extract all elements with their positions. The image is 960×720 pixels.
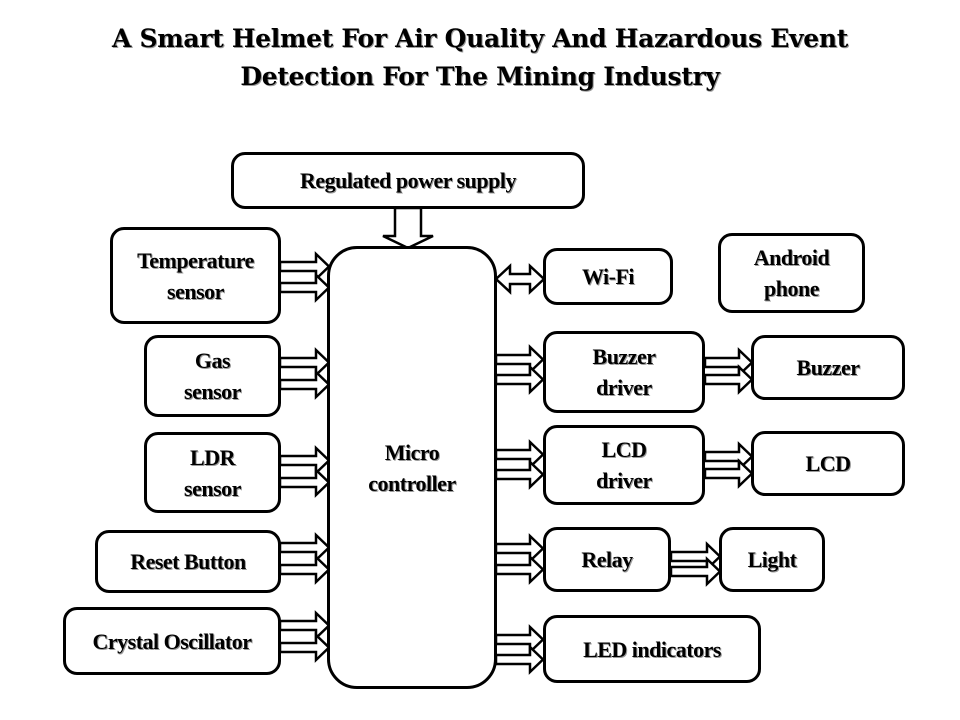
- block-buzzer: Buzzer: [751, 335, 905, 400]
- arrow-to-relay-2: [494, 554, 545, 585]
- arrow-wifi-bidirectional: [494, 263, 546, 295]
- arrow-to-lcd-driver-2: [494, 459, 545, 490]
- block-regulated-power-supply: Regulated power supply: [231, 152, 585, 209]
- block-temperature-sensor: Temperature sensor: [110, 227, 281, 324]
- block-lcd-driver: LCD driver: [543, 425, 705, 505]
- arrow-to-lcd-driver-1: [494, 439, 545, 470]
- arrow-gas-1: [278, 347, 331, 378]
- block-wifi: Wi-Fi: [543, 248, 673, 305]
- block-buzzer-driver: Buzzer driver: [543, 331, 705, 413]
- arrow-crystal-2: [278, 632, 331, 663]
- arrow-ldr-1: [278, 445, 331, 476]
- arrow-buzzer-driver-to-buzzer-2: [703, 364, 754, 395]
- arrow-reset-1: [278, 532, 331, 563]
- arrow-lcd-driver-to-lcd-2: [703, 458, 754, 489]
- block-reset-button: Reset Button: [95, 530, 281, 593]
- block-gas-sensor: Gas sensor: [144, 335, 281, 417]
- arrow-crystal-1: [278, 610, 331, 641]
- arrow-temperature-2: [278, 272, 331, 303]
- arrow-to-buzzer-driver-2: [494, 364, 545, 395]
- block-led-indicators: LED indicators: [543, 615, 761, 683]
- block-android-phone: Android phone: [718, 233, 865, 313]
- arrow-ldr-2: [278, 467, 331, 498]
- diagram-title-line-2: Detection For The Mining Industry: [240, 62, 720, 91]
- block-relay: Relay: [543, 527, 671, 592]
- block-ldr-sensor: LDR sensor: [144, 432, 281, 513]
- arrow-to-led-2: [494, 644, 545, 675]
- arrow-power-to-controller: [382, 206, 434, 250]
- block-lcd: LCD: [751, 431, 905, 496]
- diagram-title-line-1: A Smart Helmet For Air Quality And Hazar…: [112, 24, 848, 53]
- arrow-relay-to-light-2: [669, 556, 722, 587]
- arrow-gas-2: [278, 369, 331, 400]
- block-crystal-oscillator: Crystal Oscillator: [63, 607, 281, 675]
- arrow-to-buzzer-driver-1: [494, 344, 545, 375]
- arrow-to-led-1: [494, 624, 545, 655]
- arrow-temperature-1: [278, 251, 331, 282]
- block-microcontroller: Micro controller: [327, 246, 497, 689]
- arrow-to-relay-1: [494, 533, 545, 564]
- block-light: Light: [719, 527, 825, 592]
- arrow-reset-2: [278, 554, 331, 585]
